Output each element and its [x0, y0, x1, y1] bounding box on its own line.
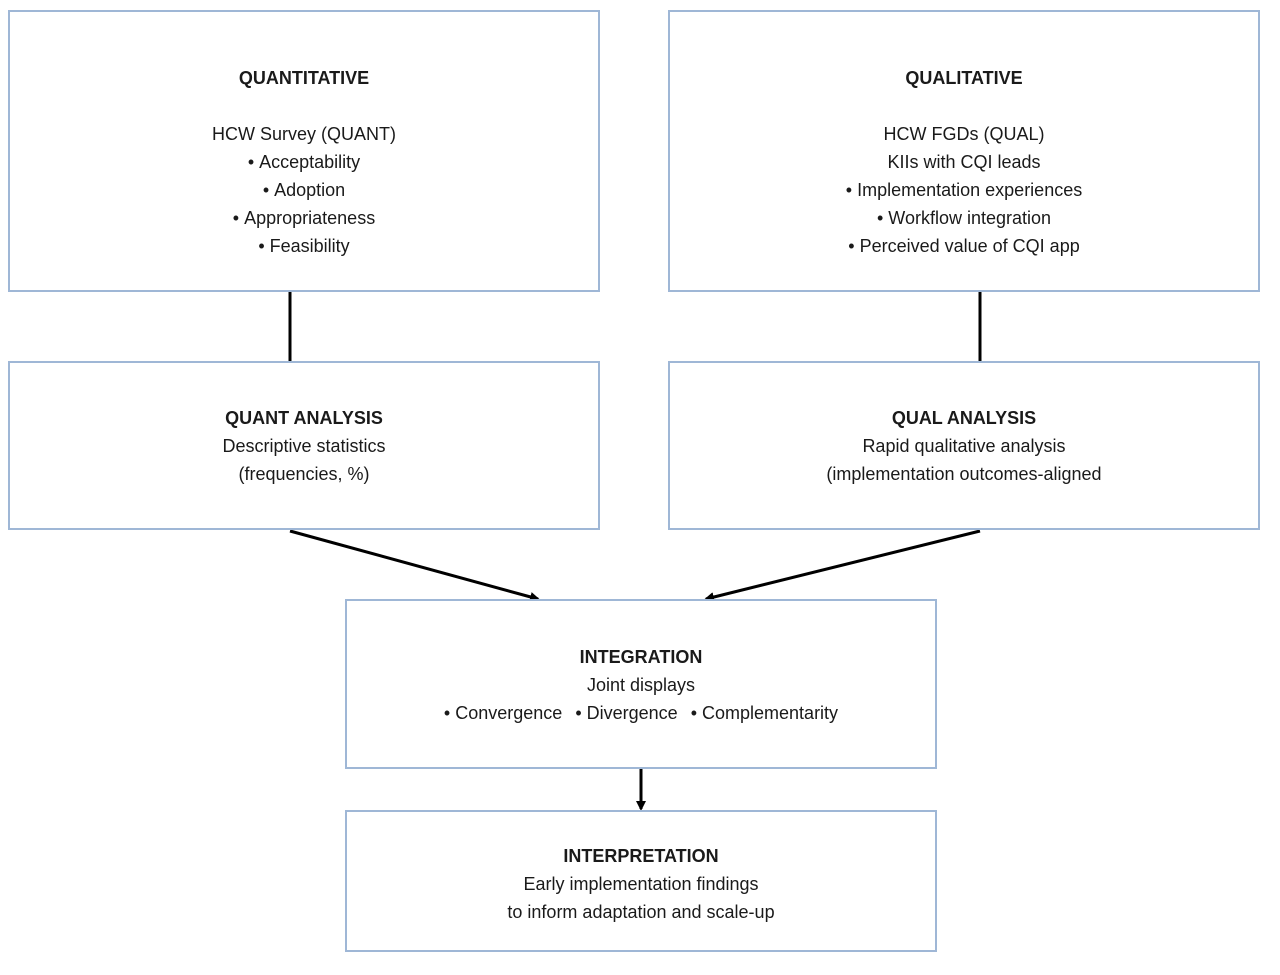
integration-item: Divergence	[575, 703, 677, 723]
qualitative-box: QUALITATIVE HCW FGDs (QUAL) KIIs with CQ…	[668, 10, 1260, 292]
quantitative-title: QUANTITATIVE	[238, 68, 370, 88]
qual-analysis-to-integration-arrow	[704, 529, 981, 602]
interpretation-title: INTERPRETATION	[563, 846, 719, 866]
interpretation-line: to inform adaptation and scale-up	[507, 902, 775, 922]
qualitative-item: Perceived value of CQI app	[848, 232, 1080, 260]
quant-analysis-line: Descriptive statistics	[222, 436, 386, 456]
qualitative-item: Implementation experiences	[846, 176, 1082, 204]
integration-line: Joint displays	[586, 675, 696, 695]
qualitative-item: Workflow integration	[877, 204, 1051, 232]
quant-analysis-to-integration-arrow	[289, 529, 540, 602]
quantitative-subtitle: HCW Survey (QUANT)	[212, 124, 396, 144]
qualitative-line: KIIs with CQI leads	[887, 152, 1041, 172]
integration-items: Convergence Divergence Complementarity	[444, 699, 838, 727]
integration-item: Convergence	[444, 703, 562, 723]
quantitative-item: Feasibility	[258, 232, 350, 260]
quant-analysis-title: QUANT ANALYSIS	[225, 408, 383, 428]
qual-analysis-title: QUAL ANALYSIS	[891, 408, 1037, 428]
quant-analysis-line: (frequencies, %)	[238, 464, 370, 484]
quantitative-item: Adoption	[263, 176, 345, 204]
integration-item: Complementarity	[691, 703, 838, 723]
interpretation-box: INTERPRETATION Early implementation find…	[345, 810, 937, 952]
qualitative-title: QUALITATIVE	[905, 68, 1023, 88]
integration-box: INTEGRATION Joint displays Convergence D…	[345, 599, 937, 769]
interpretation-line: Early implementation findings	[523, 874, 759, 894]
qual-analysis-line: Rapid qualitative analysis	[862, 436, 1066, 456]
qual-analysis-box: QUAL ANALYSIS Rapid qualitative analysis…	[668, 361, 1260, 530]
quant-analysis-box: QUANT ANALYSIS Descriptive statistics (f…	[8, 361, 600, 530]
qual-analysis-line: (implementation outcomes-aligned	[826, 464, 1102, 484]
integration-title: INTEGRATION	[579, 647, 703, 667]
quantitative-box: QUANTITATIVE HCW Survey (QUANT) Acceptab…	[8, 10, 600, 292]
quantitative-item: Appropriateness	[233, 204, 375, 232]
qualitative-line: HCW FGDs (QUAL)	[883, 124, 1045, 144]
quantitative-item: Acceptability	[248, 148, 360, 176]
